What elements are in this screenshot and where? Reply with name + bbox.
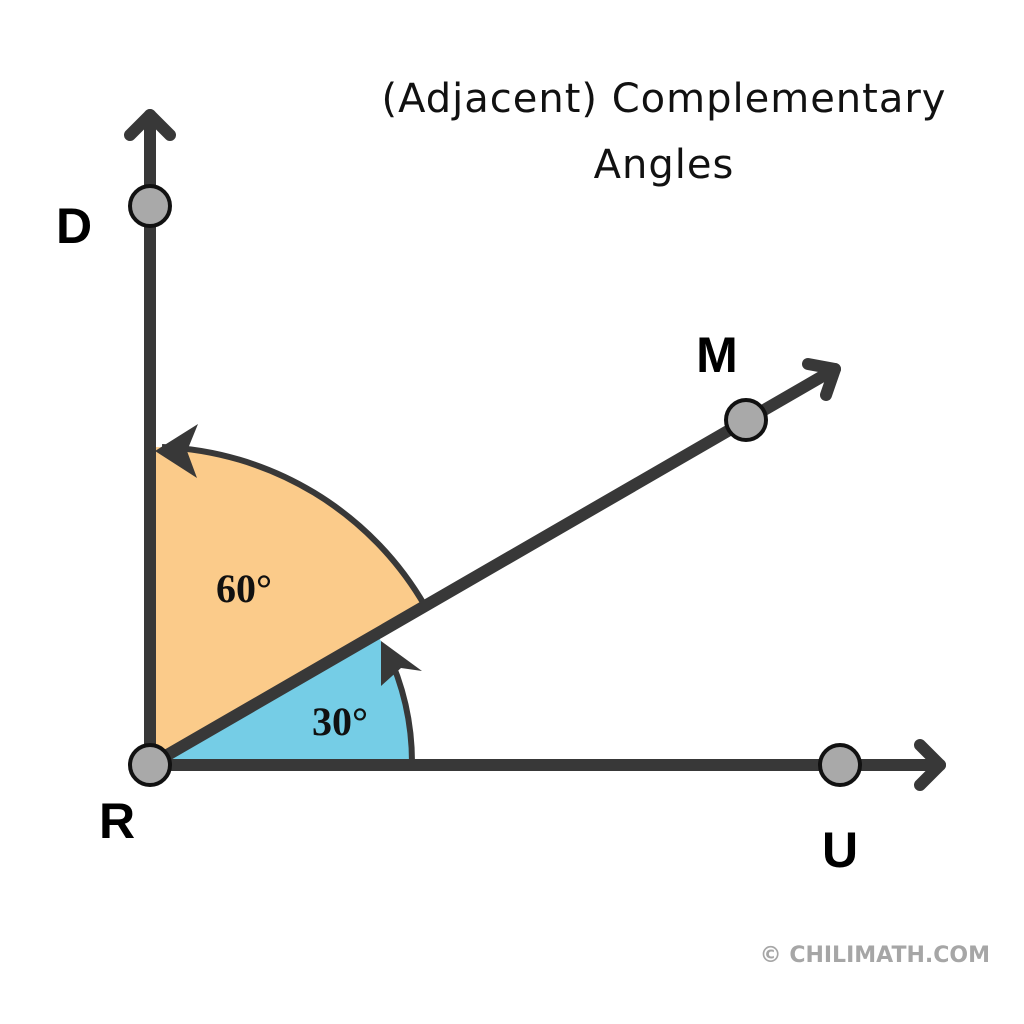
label-M: M: [696, 327, 738, 383]
angle-label-60: 60°: [216, 566, 272, 611]
point-D: [128, 184, 172, 228]
arc-arrowhead-30-icon: [381, 641, 422, 686]
angle-label-30: 30°: [312, 699, 368, 744]
title-line-2: Angles: [594, 142, 735, 188]
point-M: [724, 398, 768, 442]
label-D: D: [56, 198, 92, 254]
ray-RM-arrowhead-icon: [802, 358, 841, 401]
label-R: R: [99, 793, 135, 849]
angle-arc-60: [161, 444, 428, 608]
arc-arrowhead-60-icon: [155, 424, 198, 478]
point-R: [128, 743, 172, 787]
credit-watermark: © CHILIMATH.COM: [760, 943, 990, 968]
ray-RM: [144, 363, 841, 771]
ray-RD-arrowhead-icon: [124, 109, 176, 141]
title-line-1: (Adjacent) Complementary: [382, 76, 947, 122]
label-U: U: [822, 822, 858, 878]
point-U: [818, 743, 862, 787]
ray-RU-arrowhead-icon: [914, 739, 946, 791]
